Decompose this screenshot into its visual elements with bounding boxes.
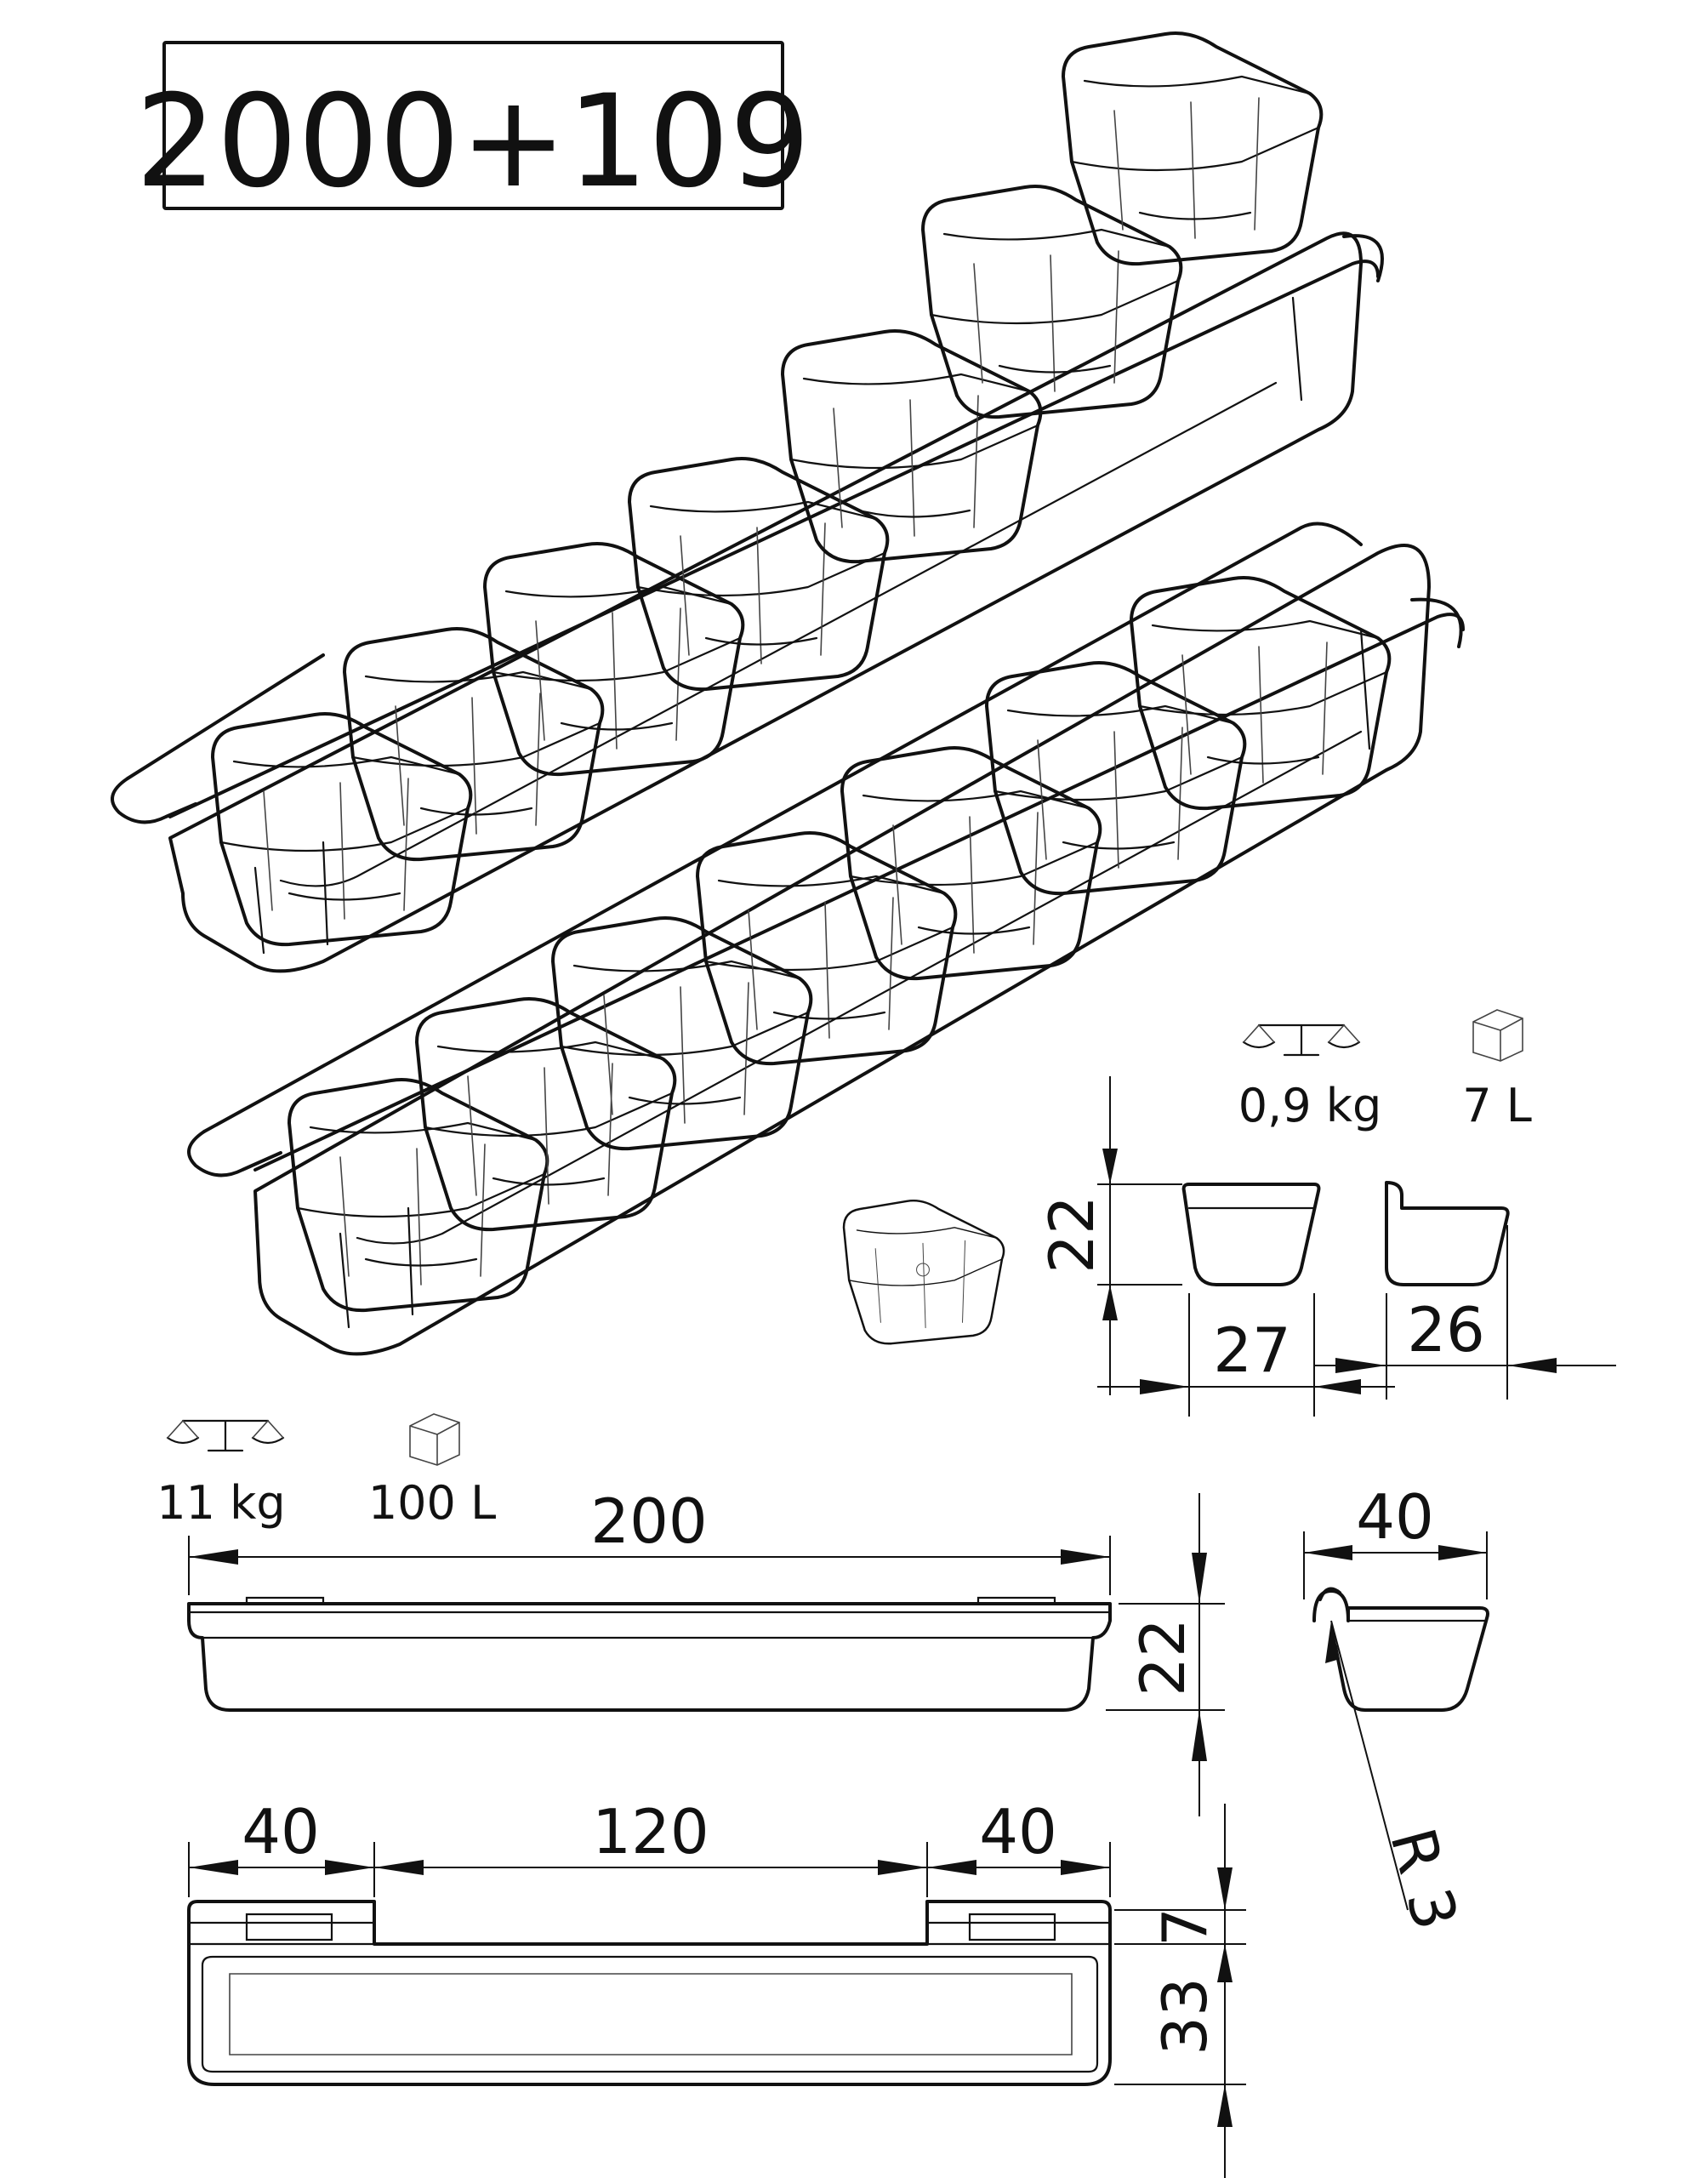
tray-end-width-label: 40 [1356, 1481, 1434, 1553]
tray-top-depth-dimensions: 7 33 [1114, 1804, 1246, 2178]
set-weight-label: 11 kg [157, 1476, 285, 1530]
insert-front-width-dimension: 27 [1097, 1293, 1395, 1417]
insert-height-label: 22 [1036, 1195, 1107, 1274]
title-text: 2000+109 [135, 68, 811, 216]
insert-height-dimension: 22 [1036, 1076, 1182, 1395]
insert-front-view [1181, 1183, 1321, 1286]
scale-icon [1242, 1023, 1361, 1057]
cube-icon [409, 1413, 460, 1466]
tray-top-right-label: 40 [979, 1796, 1057, 1867]
tray-length-label: 200 [590, 1485, 707, 1557]
insert-front-width-label: 27 [1213, 1314, 1291, 1386]
tray-top-depth-label: 33 [1149, 1977, 1221, 2055]
tray-exploded-view [111, 31, 1384, 973]
tray-top-rim-label: 7 [1149, 1907, 1221, 1947]
insert-side-view [1385, 1181, 1510, 1286]
insert-weight-label: 0,9 kg [1238, 1079, 1382, 1132]
tray-height-label: 22 [1127, 1618, 1198, 1696]
tray-length-dimension: 200 [188, 1485, 1111, 1595]
tray-radius-label: R 3 [1376, 1821, 1472, 1936]
tray-end-view [1312, 1587, 1489, 1712]
insert-volume-label: 7 L [1462, 1079, 1532, 1132]
insert-side-width-label: 26 [1407, 1294, 1485, 1366]
insert-weight: 0,9 kg [1238, 1023, 1382, 1132]
cube-icon [1472, 1009, 1523, 1062]
scale-icon [166, 1419, 285, 1452]
tray-top-middle-label: 120 [592, 1796, 709, 1867]
set-weight: 11 kg [157, 1419, 286, 1530]
insert-side-width-dimension: 26 [1314, 1225, 1616, 1400]
tray-height-dimension: 22 [1106, 1493, 1225, 1816]
tray-end-width-dimension: 40 [1303, 1481, 1488, 1599]
title-frame [162, 41, 784, 210]
tray-top-width-dimensions: 40 120 40 [188, 1796, 1111, 1897]
insert-isometric [842, 1199, 1005, 1345]
tray-radius-dimension: R 3 [1325, 1620, 1472, 1937]
tray-assembled-view [187, 522, 1465, 1356]
tray-top-left-label: 40 [242, 1796, 320, 1867]
tray-side-view [187, 1596, 1112, 1712]
set-volume-label: 100 L [368, 1476, 496, 1530]
insert-volume: 7 L [1462, 1009, 1532, 1132]
tray-top-view [187, 1900, 1112, 2086]
set-volume: 100 L [368, 1413, 496, 1530]
